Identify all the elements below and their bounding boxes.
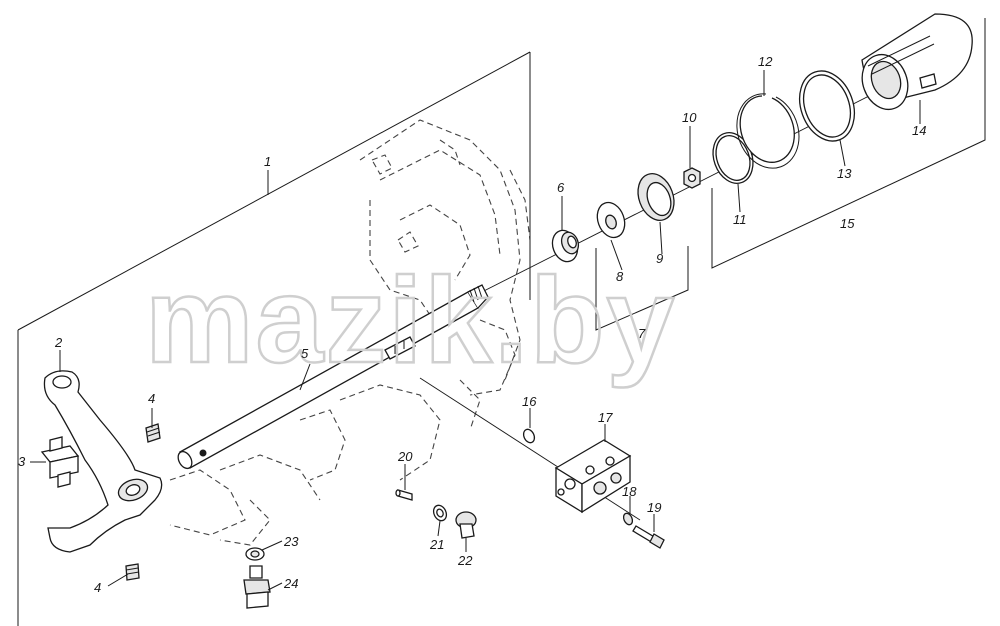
plug [455, 511, 477, 539]
callout-15: 15 [840, 216, 855, 231]
callout-11: 11 [733, 212, 747, 227]
callout-10: 10 [682, 110, 697, 125]
callout-4-top: 4 [148, 391, 155, 406]
callout-4-bottom: 4 [94, 580, 101, 595]
gasket [245, 547, 265, 561]
watermark: mazik.by [145, 252, 676, 388]
shift-fork [43, 370, 163, 553]
callout-21: 21 [429, 537, 444, 552]
callout-23: 23 [283, 534, 299, 549]
assembly-bracket-7 [595, 246, 689, 331]
main-axis-line [469, 59, 941, 299]
pin [395, 489, 413, 501]
callout-16: 16 [522, 394, 537, 409]
callout-1: 1 [264, 154, 271, 169]
callout-19: 19 [647, 500, 661, 515]
callout-20: 20 [397, 449, 413, 464]
callout-17: 17 [598, 410, 613, 425]
callout-7: 7 [638, 326, 646, 341]
callout-6: 6 [557, 180, 565, 195]
snap-ring [798, 70, 856, 142]
gearbox-housing-outline [169, 119, 531, 546]
bolt-washer [622, 512, 634, 526]
assembly-bracket-1 [17, 51, 531, 626]
nut [683, 167, 701, 189]
callout-12: 12 [758, 54, 773, 69]
set-screw-bottom [125, 563, 140, 581]
slide-block [40, 436, 80, 488]
assembly-bracket-15 [711, 18, 986, 269]
callout-labels: 1 2 3 4 4 5 6 7 8 9 10 11 12 13 14 15 16… [18, 54, 926, 595]
plug-washer [432, 504, 448, 522]
shaft [177, 284, 489, 470]
callout-14: 14 [912, 123, 926, 138]
fitting [243, 565, 271, 609]
washer-disk [596, 201, 626, 239]
callout-13: 13 [837, 166, 852, 181]
seal-ring [637, 173, 675, 221]
o-ring [712, 132, 754, 184]
set-screw-top [145, 423, 161, 443]
callout-2: 2 [54, 335, 63, 350]
callout-18: 18 [622, 484, 637, 499]
small-o-ring [522, 428, 536, 444]
cylinder [861, 13, 973, 111]
callout-3: 3 [18, 454, 26, 469]
retaining-ring [736, 93, 800, 169]
callout-5: 5 [301, 346, 309, 361]
callout-8: 8 [616, 269, 624, 284]
callout-22: 22 [457, 553, 473, 568]
bolt [632, 525, 665, 549]
valve-block [554, 439, 632, 514]
callout-24: 24 [283, 576, 298, 591]
leader-lines [30, 70, 921, 591]
callout-9: 9 [656, 251, 663, 266]
piston [551, 229, 580, 263]
